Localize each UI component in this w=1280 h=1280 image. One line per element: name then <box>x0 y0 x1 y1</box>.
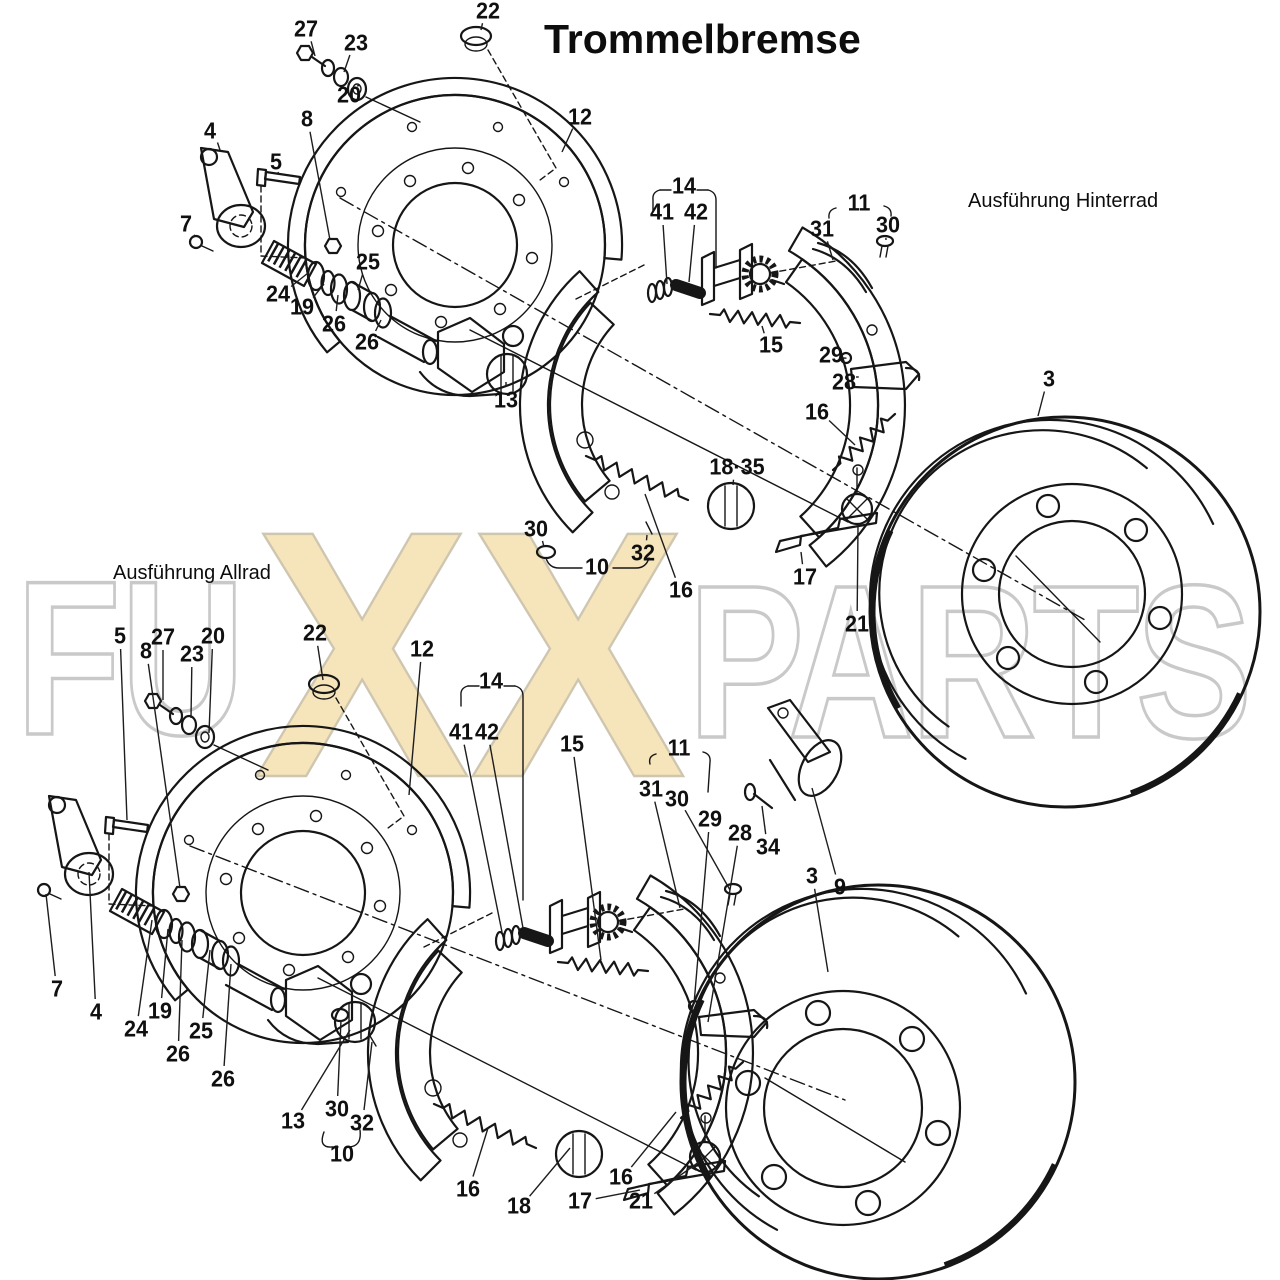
leader-line-23 <box>343 54 351 73</box>
leader-line-18·35 <box>732 479 735 486</box>
leader-line-22 <box>317 645 324 681</box>
leader-line-30 <box>337 1019 342 1097</box>
leader-line-3 <box>1037 391 1046 417</box>
lock-ring <box>535 544 557 560</box>
leader-line-20 <box>356 84 360 87</box>
leader-line-42 <box>688 224 696 283</box>
leader-line-8 <box>147 663 181 889</box>
leader-line-26 <box>223 963 232 1067</box>
leader-line-26 <box>177 939 183 1042</box>
leader-line-20 <box>208 648 213 734</box>
leader-line-32 <box>363 1041 373 1111</box>
leader-line-22 <box>480 23 484 31</box>
leader-line-26 <box>335 294 339 312</box>
leader-line-7 <box>45 893 56 977</box>
leader-lines <box>45 23 1046 1200</box>
leader-line-23 <box>190 666 193 719</box>
leader-line-30 <box>541 540 545 548</box>
leader-line-29 <box>693 831 710 1005</box>
leader-line-34 <box>761 805 767 835</box>
leader-line-32 <box>645 534 648 541</box>
leader-line-12 <box>408 661 422 796</box>
leader-line-27 <box>310 41 316 57</box>
leader-line-18 <box>529 1147 571 1197</box>
diagram-hinterrad <box>190 27 1262 809</box>
lock-ring <box>330 1007 350 1023</box>
leader-line-16 <box>630 1111 677 1168</box>
leader-line-3 <box>813 888 829 973</box>
leader-line-16 <box>828 419 856 446</box>
leader-line-21 <box>653 1161 700 1195</box>
leader-line-24 <box>290 272 309 288</box>
leader-line-21 <box>856 525 859 612</box>
leader-line-28 <box>707 845 738 1023</box>
callout-brackets <box>545 189 892 569</box>
leader-line-41 <box>662 224 668 285</box>
leader-line-7 <box>193 234 196 237</box>
leader-line-25 <box>357 274 364 291</box>
leader-line-41 <box>463 744 503 933</box>
leader-line-31 <box>826 241 834 261</box>
leader-line-15 <box>573 756 602 961</box>
leader-line-5 <box>277 171 280 175</box>
leader-line-8 <box>309 131 331 241</box>
leader-line-19 <box>160 928 169 999</box>
leader-line-16 <box>472 1127 489 1177</box>
leader-line-19 <box>312 283 325 299</box>
leader-line-17 <box>595 1189 641 1200</box>
leader-line-15 <box>761 325 765 334</box>
leader-line-26 <box>374 319 382 332</box>
leader-line-5 <box>119 648 128 821</box>
leader-line-25 <box>202 949 211 1019</box>
pedal-bracket <box>743 698 843 810</box>
diagram-allrad <box>38 675 1077 1280</box>
leader-line-4 <box>88 871 96 1000</box>
brake-drum-rear <box>868 415 1262 809</box>
brake-drum-allrad <box>679 883 1077 1280</box>
leader-line-13 <box>300 1029 351 1111</box>
leader-line-4 <box>216 142 221 151</box>
callout-brackets <box>321 685 711 1148</box>
leader-line-12 <box>561 128 574 153</box>
leader-line-9 <box>811 787 837 875</box>
leader-line-31 <box>654 801 681 909</box>
leader-line-16 <box>644 493 677 579</box>
leader-line-17 <box>800 551 804 565</box>
leader-line-24 <box>137 919 153 1017</box>
leader-line-42 <box>489 744 524 929</box>
